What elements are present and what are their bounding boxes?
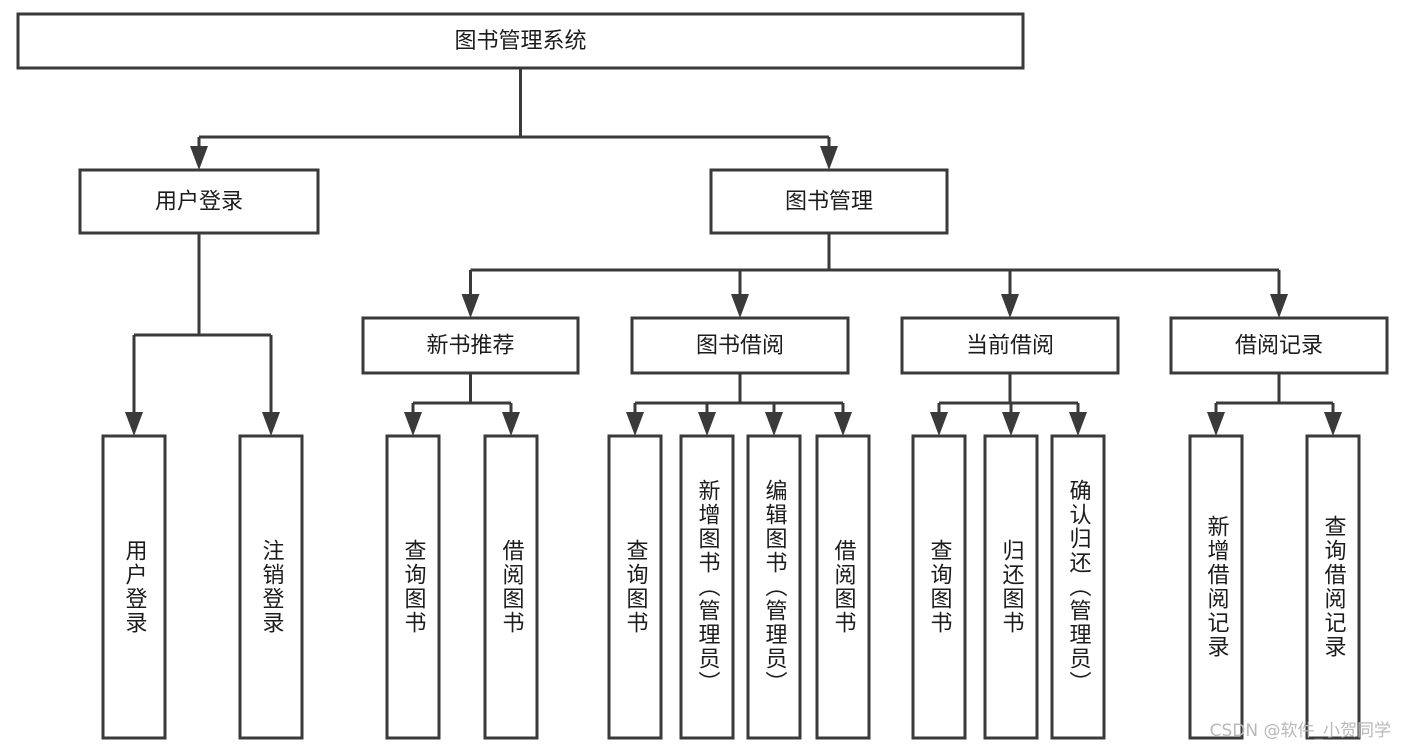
level3-node[interactable] xyxy=(630,316,850,375)
leaf-box[interactable] xyxy=(483,434,539,740)
leaf-box[interactable] xyxy=(238,434,304,740)
leaf-node[interactable] xyxy=(607,434,663,740)
leaf-box[interactable] xyxy=(101,434,167,740)
level3-box[interactable] xyxy=(1169,316,1389,375)
level2-box[interactable] xyxy=(709,168,949,235)
arrow-head-icon xyxy=(1001,294,1019,318)
leaf-node[interactable] xyxy=(1188,434,1244,740)
arrow-head-icon xyxy=(1324,412,1342,436)
level3-node[interactable] xyxy=(361,316,580,375)
level3-label: 当前借阅 xyxy=(966,334,1054,359)
arrow-head-icon xyxy=(461,294,480,318)
root-box[interactable] xyxy=(16,12,1025,70)
leaf-box[interactable] xyxy=(983,434,1039,740)
arrow-head-icon xyxy=(731,294,749,318)
arrow-head-icon xyxy=(502,412,520,436)
leaf-node[interactable] xyxy=(1305,434,1361,740)
level3-box[interactable] xyxy=(361,316,580,375)
level3-label: 新书推荐 xyxy=(426,334,514,359)
leaf-box[interactable] xyxy=(679,434,735,740)
leaf-node[interactable] xyxy=(101,434,167,740)
leaf-box[interactable] xyxy=(1305,434,1361,740)
level3-node[interactable] xyxy=(900,316,1120,375)
leaf-box[interactable] xyxy=(607,434,663,740)
arrow-head-icon xyxy=(698,412,716,436)
level3-label: 图书借阅 xyxy=(696,334,784,359)
arrow-head-icon xyxy=(765,412,783,436)
level3-label: 借阅记录 xyxy=(1235,334,1323,359)
csdn-watermark: CSDN @软件_小贺同学 xyxy=(1209,721,1391,741)
leaf-box[interactable] xyxy=(385,434,441,740)
arrow-head-icon xyxy=(404,412,422,436)
leaf-node[interactable] xyxy=(815,434,871,740)
arrow-head-icon xyxy=(262,412,280,436)
leaf-node[interactable] xyxy=(385,434,441,740)
level2-label: 用户登录 xyxy=(155,190,243,215)
arrow-head-icon xyxy=(834,412,852,436)
leaf-node[interactable] xyxy=(483,434,539,740)
root-node[interactable] xyxy=(16,12,1025,70)
leaf-box[interactable] xyxy=(1188,434,1244,740)
arrow-head-icon xyxy=(820,146,838,170)
leaf-box[interactable] xyxy=(815,434,871,740)
arrow-head-icon xyxy=(1207,412,1225,436)
leaf-node[interactable] xyxy=(983,434,1039,740)
leaf-node[interactable] xyxy=(679,434,735,740)
leaf-node[interactable] xyxy=(746,434,802,740)
connector-layer xyxy=(125,68,1342,436)
level2-node[interactable] xyxy=(78,168,320,235)
arrow-head-icon xyxy=(626,412,644,436)
arrow-head-icon xyxy=(125,412,143,436)
arrow-head-icon xyxy=(190,146,208,170)
arrow-head-icon xyxy=(1069,412,1087,436)
leaf-node[interactable] xyxy=(238,434,304,740)
leaf-box[interactable] xyxy=(911,434,967,740)
leaf-box[interactable] xyxy=(746,434,802,740)
level3-box[interactable] xyxy=(630,316,850,375)
root-label: 图书管理系统 xyxy=(454,29,586,54)
leaf-node[interactable] xyxy=(1050,434,1106,740)
arrow-head-icon xyxy=(1270,294,1288,318)
arrow-head-icon xyxy=(930,412,948,436)
level2-node[interactable] xyxy=(709,168,949,235)
level3-node[interactable] xyxy=(1169,316,1389,375)
leaf-node[interactable] xyxy=(911,434,967,740)
arrow-head-icon xyxy=(1002,412,1020,436)
level2-box[interactable] xyxy=(78,168,320,235)
level2-label: 图书管理 xyxy=(785,190,873,215)
leaf-box[interactable] xyxy=(1050,434,1106,740)
node-box-layer xyxy=(16,12,1389,740)
level3-box[interactable] xyxy=(900,316,1120,375)
